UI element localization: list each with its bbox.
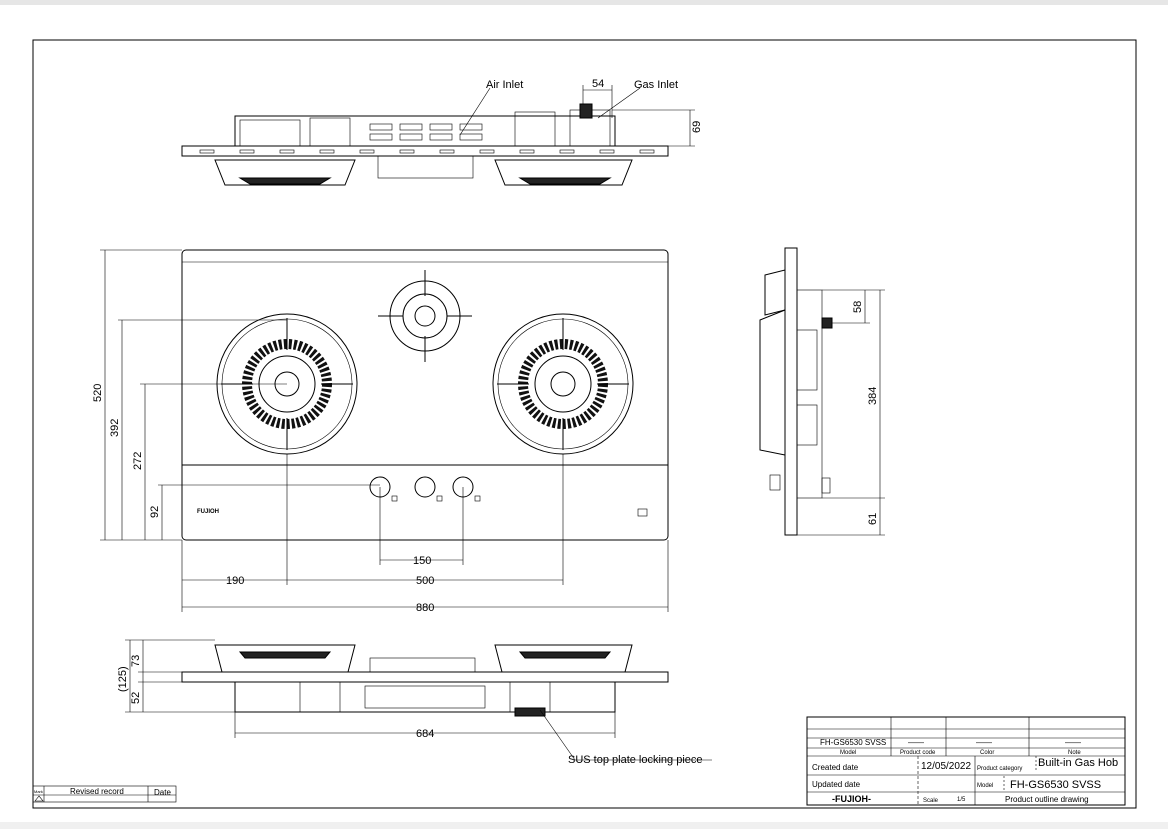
revised-record-header: Revised record	[70, 787, 124, 796]
plan-view: FUJIOH 520 392 272 92 150 190 500 880	[92, 249, 669, 614]
created-date-label: Created date	[812, 763, 859, 772]
drawing-type: Product outline drawing	[1005, 795, 1089, 804]
center-burner	[378, 270, 472, 362]
scale-label: Scale	[923, 798, 939, 804]
model-label: Model	[977, 783, 993, 789]
dim-92: 92	[149, 506, 161, 518]
dim-54: 54	[592, 78, 604, 90]
dim-69: 69	[691, 121, 703, 133]
dim-52: 52	[130, 692, 142, 704]
revised-record-table: Mark Revised record Date	[32, 785, 177, 803]
updated-date-label: Updated date	[812, 780, 861, 789]
front-elevation-view: SUS top plate locking piece 73 52 (125) …	[117, 639, 712, 766]
dim-684: 684	[416, 728, 434, 740]
drawing-frame	[32, 39, 1137, 809]
title-block: FH-GS6530 SVSS —— —— —— Model Product co…	[806, 716, 1126, 806]
created-date: 12/05/2022	[921, 761, 971, 772]
brand-logo: FUJIOH	[197, 509, 219, 515]
product-category: Built-in Gas Hob	[1038, 757, 1118, 769]
scale-value: 1/5	[957, 797, 966, 803]
dim-125: (125)	[117, 666, 129, 692]
dim-73: 73	[130, 655, 142, 667]
dim-58: 58	[852, 301, 864, 313]
color-value: ——	[976, 738, 992, 747]
note-header: Note	[1068, 750, 1081, 756]
dim-272: 272	[132, 452, 144, 470]
product-code-header: Product code	[900, 750, 936, 756]
side-view: 58 384 61	[759, 247, 885, 536]
color-header: Color	[980, 750, 994, 756]
air-inlet-label: Air Inlet	[486, 79, 523, 91]
model-value: FH-GS6530 SVSS	[820, 738, 886, 747]
locking-piece-label: SUS top plate locking piece	[568, 754, 703, 766]
badge-icon	[637, 508, 648, 517]
dim-150: 150	[413, 555, 431, 567]
product-code-value: ——	[908, 738, 924, 747]
revision-triangle-icon	[34, 795, 44, 802]
date-header: Date	[154, 788, 171, 797]
dim-384: 384	[867, 387, 879, 405]
note-value: ——	[1065, 738, 1081, 747]
brand-logo-title: -FUJIOH-	[832, 794, 871, 804]
rear-elevation-view: Air Inlet Gas Inlet 54 69	[181, 78, 703, 186]
dim-880: 880	[416, 602, 434, 614]
dim-500: 500	[416, 575, 434, 587]
product-category-label: Product category	[977, 766, 1022, 772]
dim-392: 392	[109, 419, 121, 437]
model: FH-GS6530 SVSS	[1010, 779, 1101, 791]
dim-520: 520	[92, 384, 104, 402]
dim-61: 61	[867, 513, 879, 525]
mark-header: Mark	[34, 789, 43, 794]
dim-190: 190	[226, 575, 244, 587]
model-header: Model	[840, 750, 856, 756]
gas-inlet-label: Gas Inlet	[634, 79, 678, 91]
